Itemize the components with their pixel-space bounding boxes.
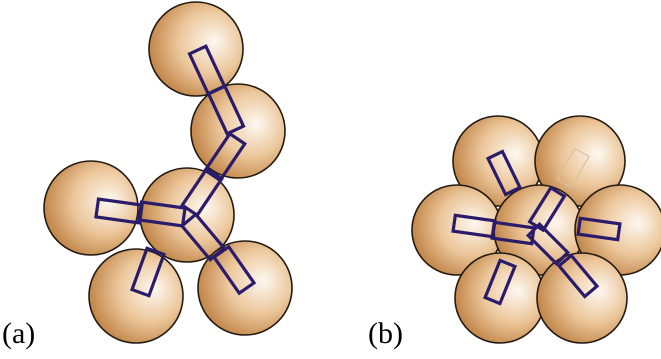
rod	[129, 246, 167, 298]
panel-b-rods	[451, 149, 622, 306]
sphere	[454, 252, 546, 344]
rod	[211, 244, 257, 296]
rod	[576, 216, 622, 242]
rod	[485, 149, 523, 197]
panel-a-label: (a)	[2, 317, 35, 350]
sphere	[148, 1, 244, 97]
panel-b-cluster: (b)	[368, 115, 661, 350]
rod	[137, 200, 187, 228]
rod	[525, 221, 571, 267]
rod	[203, 131, 247, 183]
rod	[490, 220, 536, 246]
faint-rod	[556, 147, 590, 189]
panel-b-spheres	[411, 115, 661, 344]
rod	[556, 253, 600, 299]
sphere	[88, 248, 184, 344]
sphere	[534, 115, 626, 207]
sphere	[536, 252, 628, 344]
sphere	[43, 160, 139, 256]
panel-a-spheres	[43, 1, 293, 344]
sphere	[190, 83, 286, 179]
panel-a-cluster: (a)	[2, 1, 293, 350]
panel-a-rods	[94, 44, 257, 298]
rod	[180, 166, 224, 218]
panel-b-label: (b)	[368, 317, 403, 350]
panel-b-ghost-rod	[556, 147, 590, 189]
rod	[483, 258, 517, 306]
rod	[206, 84, 246, 136]
